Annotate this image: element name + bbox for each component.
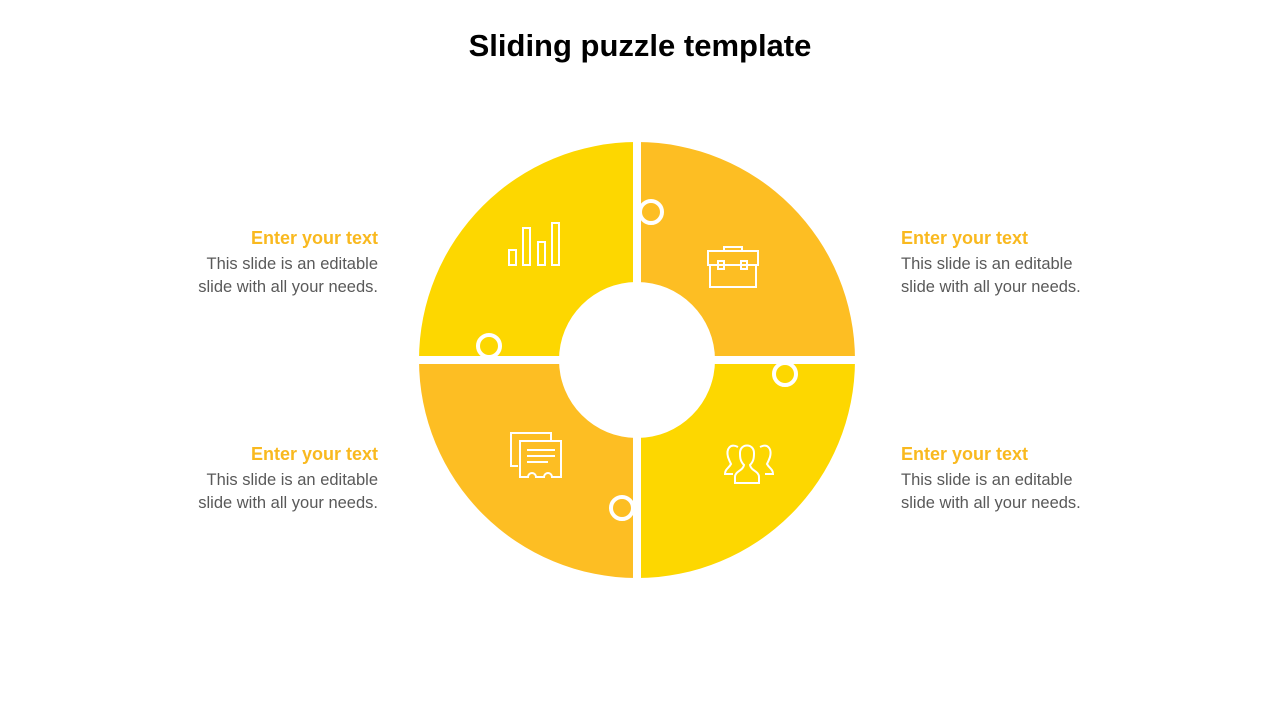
block-body-line: This slide is an editable: [206, 471, 378, 489]
puzzle-knob-left: [476, 333, 502, 359]
block-heading: Enter your text: [901, 228, 1029, 248]
block-heading: Enter your text: [250, 444, 378, 464]
text-block-bottom-left: Enter your text This slide is an editabl…: [118, 442, 378, 515]
puzzle-piece-bottom-left: [419, 360, 637, 578]
block-heading: Enter your text: [250, 228, 378, 248]
puzzle-piece-bottom-right: [637, 360, 855, 578]
puzzle-knob-right: [772, 361, 798, 387]
block-heading: Enter your text: [901, 444, 1029, 464]
text-block-top-right: Enter your text This slide is an editabl…: [901, 226, 1161, 299]
briefcase-icon: [707, 246, 759, 288]
puzzle-piece-top-left: [419, 142, 637, 360]
block-body-line: slide with all your needs.: [901, 494, 1081, 512]
block-body-line: slide with all your needs.: [198, 494, 378, 512]
bar-chart-icon: [508, 222, 560, 266]
puzzle-knob-top: [638, 199, 664, 225]
block-body-line: This slide is an editable: [206, 255, 378, 273]
seam-horizontal: [405, 356, 869, 364]
puzzle-knob-bottom: [609, 495, 635, 521]
block-body-line: slide with all your needs.: [901, 278, 1081, 296]
text-block-top-left: Enter your text This slide is an editabl…: [118, 226, 378, 299]
block-body-line: This slide is an editable: [901, 255, 1073, 273]
block-body-line: slide with all your needs.: [198, 278, 378, 296]
slide-title: Sliding puzzle template: [468, 28, 812, 63]
chat-icon: [510, 432, 562, 478]
text-block-bottom-right: Enter your text This slide is an editabl…: [901, 442, 1161, 515]
people-icon: [723, 444, 775, 484]
block-body-line: This slide is an editable: [901, 471, 1073, 489]
